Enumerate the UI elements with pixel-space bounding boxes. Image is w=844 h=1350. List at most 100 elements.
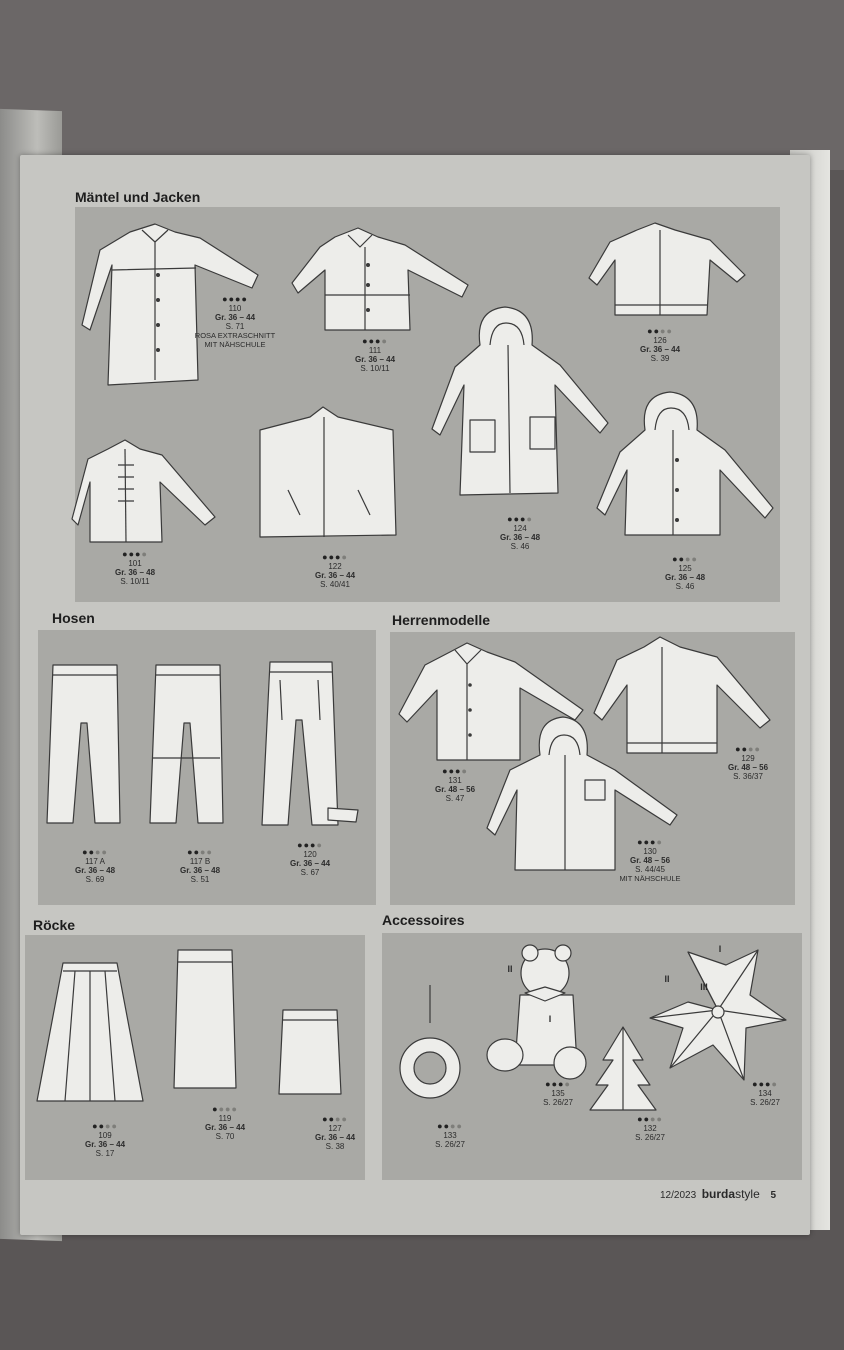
wreath-133-drawing [399, 985, 461, 1099]
skirt-127-drawing [278, 1009, 342, 1095]
size-range: Gr. 36 – 44 [314, 1133, 356, 1142]
model-number: 126 [653, 336, 667, 345]
jacket-111-drawing [291, 227, 469, 331]
page-reference: S. 51 [190, 875, 210, 884]
model-number: 122 [328, 562, 342, 571]
difficulty-dots: ●●●● [187, 847, 213, 857]
pants-120-drawing [261, 661, 359, 826]
difficulty-dots: ●●●● [437, 1121, 463, 1131]
model-note: ROSA EXTRASCHNITT [194, 331, 276, 340]
size-range: Gr. 48 – 56 [434, 785, 476, 794]
page-reference: S. 26/27 [435, 1140, 465, 1149]
difficulty-dots: ●●●● [82, 847, 108, 857]
page-reference: S. 26/27 [750, 1098, 780, 1107]
page-footer: 12/2023 burdastyle 5 [660, 1187, 776, 1201]
page-number: 5 [770, 1190, 777, 1201]
size-range: Gr. 48 – 56 [629, 856, 671, 865]
page-reference: S. 47 [445, 794, 465, 803]
difficulty-dots: ●●●● [637, 1114, 663, 1124]
page-reference: S. 67 [300, 868, 320, 877]
difficulty-dots: ●●●● [647, 326, 673, 336]
difficulty-dots: ●●●● [672, 554, 698, 564]
model-number: 130 [643, 847, 657, 856]
page-reference: S. 10/11 [120, 577, 150, 586]
page-reference: S. 26/27 [635, 1133, 665, 1142]
jacket-122-drawing [259, 406, 397, 538]
size-range: Gr. 36 – 44 [314, 571, 356, 580]
bear-label-i: I [548, 1014, 552, 1024]
pants-117b-drawing [149, 664, 224, 824]
page-reference: S. 10/11 [360, 364, 390, 373]
model-number: 111 [368, 346, 382, 355]
difficulty-dots: ●●●● [545, 1079, 571, 1089]
shirt-130-drawing [486, 716, 678, 871]
model-number: 125 [678, 564, 692, 573]
difficulty-dots: ●●●● [92, 1121, 118, 1131]
size-range: Gr. 36 – 44 [639, 345, 681, 354]
model-number: 133 [443, 1131, 457, 1140]
page-reference: S. 36/37 [733, 772, 763, 781]
issue-number: 12/2023 [660, 1190, 697, 1201]
model-number: 101 [128, 559, 142, 568]
bear-label-ii: II [507, 964, 513, 974]
model-number: 129 [741, 754, 755, 763]
model-number: 117 A [85, 857, 105, 866]
difficulty-dots: ●●●● [752, 1079, 778, 1089]
section-title-pants: Hosen [52, 610, 95, 626]
section-title-men: Herrenmodelle [392, 612, 491, 628]
star-label-i: I [718, 944, 722, 954]
difficulty-dots: ●●●● [222, 294, 248, 304]
page-reference: S. 17 [95, 1149, 115, 1158]
table-background [0, 0, 844, 170]
page-reference: S. 46 [675, 582, 695, 591]
model-note-2: MIT NÄHSCHULE [204, 340, 266, 349]
model-number: 131 [448, 776, 462, 785]
section-title-accessories: Accessoires [382, 912, 465, 928]
difficulty-dots: ●●●● [637, 837, 663, 847]
page-reference: S. 71 [225, 322, 245, 331]
difficulty-dots: ●●●● [362, 336, 388, 346]
size-range: Gr. 36 – 44 [214, 313, 256, 322]
difficulty-dots: ●●●● [322, 1114, 348, 1124]
skirt-119-drawing [173, 949, 237, 1089]
size-range: Gr. 36 – 48 [664, 573, 706, 582]
model-number: 135 [551, 1089, 565, 1098]
difficulty-dots: ●●●● [442, 766, 468, 776]
page-reference: S. 26/27 [543, 1098, 573, 1107]
model-number: 124 [513, 524, 527, 533]
section-title-skirts: Röcke [33, 917, 76, 933]
jacket-126-drawing [588, 222, 746, 316]
model-number: 120 [303, 850, 317, 859]
difficulty-dots: ●●●● [297, 840, 323, 850]
page-reference: S. 69 [85, 875, 105, 884]
size-range: Gr. 36 – 44 [289, 859, 331, 868]
skirt-109-drawing [36, 962, 144, 1102]
page-reference: S. 39 [650, 354, 670, 363]
model-note: MIT NÄHSCHULE [619, 874, 681, 883]
page-reference: S. 40/41 [320, 580, 350, 589]
size-range: Gr. 36 – 44 [204, 1123, 246, 1132]
catalog-page: Mäntel und Jacken Hosen Herrenmodelle Rö… [20, 155, 810, 1235]
shirt-131-drawing [398, 642, 584, 761]
model-number: 134 [758, 1089, 772, 1098]
page-reference: S. 44/45 [635, 865, 665, 874]
size-range: Gr. 36 – 48 [499, 533, 541, 542]
model-number: 127 [328, 1124, 342, 1133]
jacket-101-drawing [71, 439, 216, 543]
coat-110-drawing [81, 223, 259, 386]
